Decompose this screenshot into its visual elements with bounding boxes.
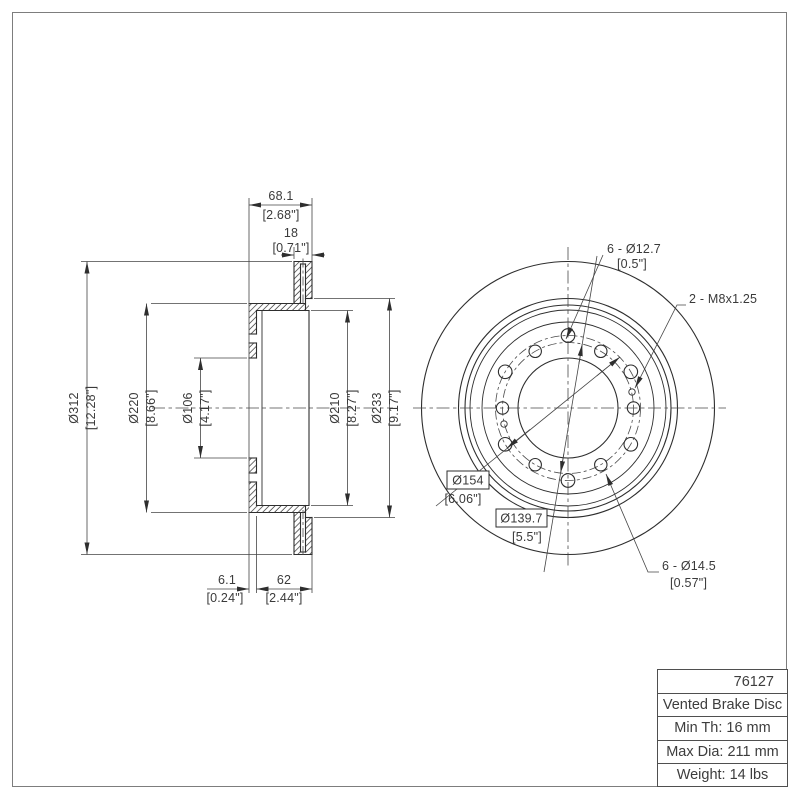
bolt-hole-large xyxy=(623,436,639,452)
dim-inner-diameter-in: [8.27"] xyxy=(345,389,359,426)
callout-bolt-circle: Ø139.7 [5.5"] xyxy=(495,508,548,544)
callout-lug-holes-in: [0.5"] xyxy=(617,257,647,271)
outer-bolt-circle-dashed xyxy=(495,335,641,481)
dim-outer-diameter-mm: Ø312 xyxy=(67,392,81,423)
front-centerlines xyxy=(413,247,726,569)
dim-band-inner-diameter-mm: Ø233 xyxy=(370,392,384,423)
section-hatching xyxy=(249,261,312,555)
front-holes xyxy=(495,328,641,488)
dim-bore-diameter-mm: Ø106 xyxy=(181,392,195,423)
callout-outer-bolt-circle: Ø154 [6.06"] xyxy=(444,470,490,506)
dim-flange-diameter-mm: Ø220 xyxy=(127,392,141,423)
callout-thread-holes-label: 2 - M8x1.25 xyxy=(689,292,757,306)
dim-mount-offset: 6.1 [0.24"] xyxy=(206,516,257,605)
callout-large-holes-label: 6 - Ø14.5 xyxy=(662,559,716,573)
callout-large-holes-in: [0.57"] xyxy=(670,576,707,590)
dim-disc-thickness-in: [0.71"] xyxy=(272,241,309,255)
dim-inner-diameter: Ø210 [8.27"] xyxy=(311,310,359,506)
dim-overall-width: 68.1 [2.68"] xyxy=(248,189,313,593)
bolt-hole-large xyxy=(623,364,639,380)
bolt-hole-large xyxy=(497,436,513,452)
dim-disc-thickness-mm: 18 xyxy=(284,226,298,240)
dim-band-inner-diameter: Ø233 [9.17"] xyxy=(314,298,401,518)
callout-bolt-circle-mm: Ø139.7 xyxy=(500,512,542,526)
dim-flange-diameter-in: [8.66"] xyxy=(144,389,158,426)
dim-flange-diameter: Ø220 [8.66"] xyxy=(127,303,247,513)
dim-overall-width-mm: 68.1 xyxy=(268,189,293,203)
bolt-hole-small xyxy=(528,344,542,359)
dim-mount-offset-in: [0.24"] xyxy=(206,591,243,605)
callout-bolt-circle-in: [5.5"] xyxy=(512,530,542,544)
section-centerlines xyxy=(152,258,393,558)
front-view: 6 - Ø12.7 [0.5"] 2 - M8x1.25 Ø154 [6.06"… xyxy=(413,242,757,590)
callout-lug-holes: 6 - Ø12.7 [0.5"] xyxy=(565,242,661,340)
part-number: 76127 xyxy=(733,673,774,690)
bolt-hole-small xyxy=(495,401,510,415)
dim-bore-diameter-in: [4.17"] xyxy=(198,389,212,426)
callout-lug-holes-label: 6 - Ø12.7 xyxy=(607,242,661,256)
thread-hole xyxy=(500,420,508,428)
dim-disc-thickness: 18 [0.71"] xyxy=(272,226,325,259)
dim-band-inner-diameter-in: [9.17"] xyxy=(387,389,401,426)
product-name: Vented Brake Disc xyxy=(658,693,787,716)
bolt-hole-small xyxy=(594,344,608,359)
bolt-hole-small xyxy=(528,457,542,472)
bolt-hole-large xyxy=(560,473,576,488)
dim-outer-diameter: Ø312 [12.28"] xyxy=(67,261,292,555)
dim-hat-depth-in: [2.44"] xyxy=(265,591,302,605)
section-view: Ø312 [12.28"] Ø220 [8.66"] Ø106 [4.17"] xyxy=(67,189,401,605)
dim-hat-depth: 62 [2.44"] xyxy=(256,573,312,605)
dim-outer-diameter-in: [12.28"] xyxy=(84,386,98,430)
bolt-hole-cutouts xyxy=(248,334,258,482)
min-thickness: Min Th: 16 mm xyxy=(658,716,787,739)
callout-large-holes: 6 - Ø14.5 [0.57"] xyxy=(605,473,716,590)
bolt-hole-large xyxy=(497,364,513,380)
title-block: 76127 Vented Brake Disc Min Th: 16 mm Ma… xyxy=(657,669,788,787)
callout-thread-holes: 2 - M8x1.25 xyxy=(634,292,757,389)
bolt-hole-small xyxy=(626,401,641,415)
dim-inner-diameter-mm: Ø210 xyxy=(328,392,342,423)
dim-bore-diameter: Ø106 [4.17"] xyxy=(181,357,247,459)
section-outline xyxy=(248,260,313,556)
dim-overall-width-in: [2.68"] xyxy=(262,208,299,222)
sheet-border-frame xyxy=(12,12,787,787)
bolt-hole-small xyxy=(594,457,608,472)
dim-hat-depth-mm: 62 xyxy=(277,573,291,587)
dim-mount-offset-mm: 6.1 xyxy=(218,573,236,587)
max-diameter: Max Dia: 211 mm xyxy=(658,739,787,763)
weight: Weight: 14 lbs xyxy=(658,762,787,786)
callout-outer-bolt-circle-in: [6.06"] xyxy=(444,492,481,506)
callout-outer-bolt-circle-mm: Ø154 xyxy=(452,474,483,488)
thread-hole xyxy=(628,388,636,396)
